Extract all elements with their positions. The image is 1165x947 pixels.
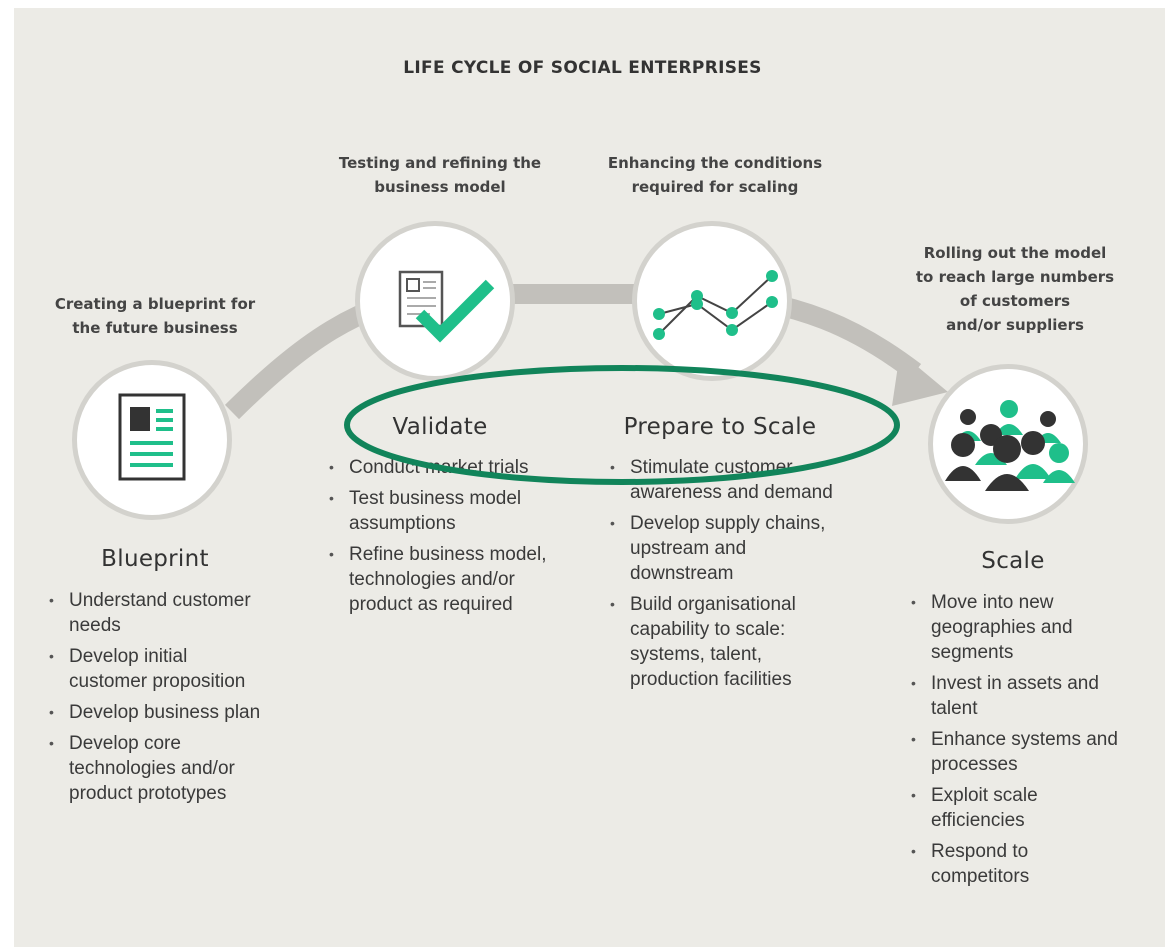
arc-arrowhead (892, 352, 948, 406)
blueprint-bullets: Understand customer needs Develop initia… (47, 588, 262, 812)
stage-name-validate: Validate (392, 414, 488, 440)
prepare-bullets: Stimulate customer awareness and demand … (608, 455, 838, 698)
list-item: Develop supply chains, upstream and down… (608, 511, 838, 586)
scale-circle (928, 364, 1088, 524)
list-item: Move into new geographies and segments (909, 590, 1119, 665)
line-chart-icon (653, 270, 778, 340)
list-item: Respond to competitors (909, 839, 1119, 889)
caption-line: Creating a blueprint for (54, 295, 256, 313)
list-item: Develop initial customer proposition (47, 644, 262, 694)
arc-path (224, 284, 922, 420)
list-item: Invest in assets and talent (909, 671, 1119, 721)
scale-bullets: Move into new geographies and segments I… (909, 590, 1119, 895)
stage-name-scale: Scale (981, 548, 1045, 574)
validate-bullets: Conduct market trials Test business mode… (327, 455, 567, 623)
caption-line: to reach large numbers (915, 268, 1115, 286)
caption-blueprint: Creating a blueprint for the future busi… (40, 292, 270, 340)
caption-line: Testing and refining the (338, 154, 542, 172)
caption-line: Rolling out the model (923, 244, 1107, 262)
list-item: Stimulate customer awareness and demand (608, 455, 838, 505)
caption-line: of customers (959, 292, 1071, 310)
list-item: Understand customer needs (47, 588, 262, 638)
caption-prepare: Enhancing the conditions required for sc… (595, 151, 835, 199)
caption-line: and/or suppliers (946, 316, 1084, 334)
caption-scale: Rolling out the model to reach large num… (900, 241, 1130, 337)
caption-line: Enhancing the conditions (607, 154, 823, 172)
list-item: Enhance systems and processes (909, 727, 1119, 777)
list-item: Refine business model, technologies and/… (327, 542, 567, 617)
caption-line: the future business (72, 319, 238, 337)
diagram-title: LIFE CYCLE OF SOCIAL ENTERPRISES (403, 58, 762, 78)
document-check-icon (398, 270, 495, 343)
caption-validate: Testing and refining the business model (320, 151, 560, 199)
list-item: Test business model assumptions (327, 486, 567, 536)
list-item: Build organisational capability to scale… (608, 592, 838, 692)
caption-line: required for scaling (631, 178, 799, 196)
list-item: Develop core technologies and/or product… (47, 731, 262, 806)
list-item: Exploit scale efficiencies (909, 783, 1119, 833)
stage-name-blueprint: Blueprint (101, 546, 209, 572)
blueprint-document-icon (118, 393, 186, 481)
prepare-circle (632, 221, 792, 381)
list-item: Develop business plan (47, 700, 262, 725)
caption-line: business model (374, 178, 506, 196)
blueprint-circle (72, 360, 232, 520)
validate-circle (355, 221, 515, 381)
people-group-icon (945, 400, 1075, 491)
stage-name-prepare: Prepare to Scale (623, 414, 817, 440)
list-item: Conduct market trials (327, 455, 567, 480)
